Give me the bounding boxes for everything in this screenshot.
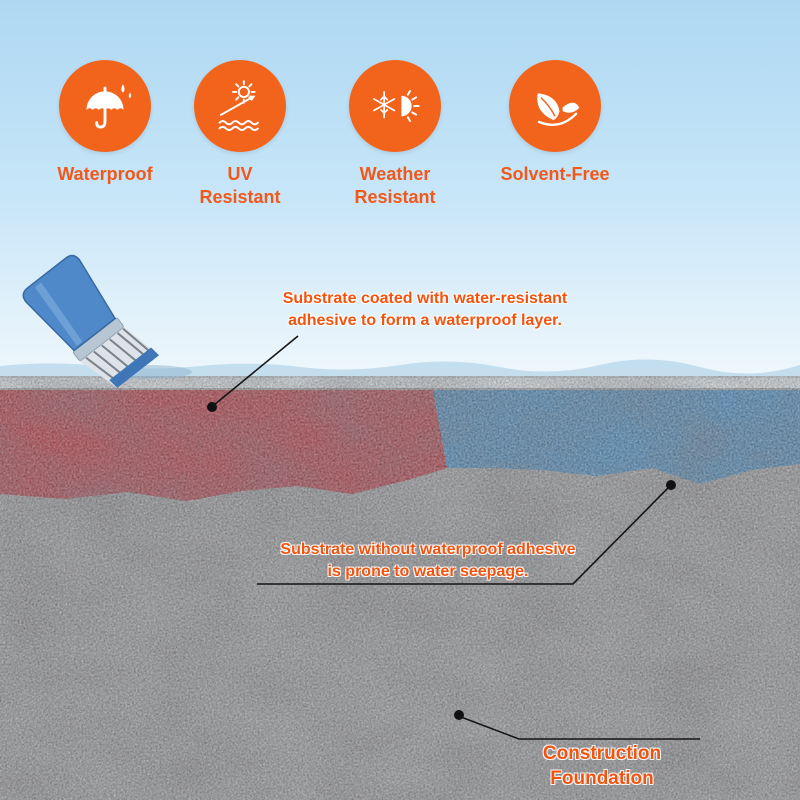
feature-label-waterproof: Waterproof [57, 164, 153, 184]
leaf-icon [537, 93, 580, 126]
brush-handle [22, 254, 117, 352]
callout-dot-coated [207, 402, 217, 412]
solvent-free-badge [509, 60, 601, 152]
feature-label-weather-resistant: Weather Resistant [354, 164, 436, 207]
water-line [0, 359, 800, 380]
callout-seepage-line1: Substrate without waterproof adhesive [280, 541, 576, 558]
uv-reflection-icon [218, 80, 259, 131]
callout-dot-foundation [454, 710, 464, 720]
feature-uv-resistant: UV Resistant [168, 60, 312, 208]
brush-paint-tip [109, 347, 160, 388]
feature-weather-resistant: Weather Resistant [323, 60, 467, 208]
feature-label-uv-resistant: UV Resistant [199, 164, 281, 207]
paint-brush [22, 254, 160, 388]
umbrella-rain-icon [86, 84, 132, 129]
callout-seepage: Substrate without waterproof adhesive is… [242, 539, 614, 582]
feature-label-solvent-free: Solvent-Free [500, 164, 610, 184]
snowflake-sun-icon [373, 90, 420, 122]
waterproof-badge [59, 60, 151, 152]
leader-line-coated [213, 335, 299, 406]
texture-grain-light [0, 376, 800, 800]
callout-coated-line1: Substrate coated with water-resistant [282, 290, 568, 307]
brush-handle-highlight [34, 282, 83, 346]
feature-solvent-free: Solvent-Free [473, 60, 637, 186]
callout-coated: Substrate coated with water-resistant ad… [245, 288, 605, 331]
feature-row: Waterproof [0, 0, 800, 220]
callout-dot-seepage [666, 480, 676, 490]
callout-seepage-line2: is prone to water seepage. [327, 562, 529, 580]
weather-resistant-badge [349, 60, 441, 152]
callout-foundation: Construction Foundation [512, 742, 692, 791]
feature-waterproof: Waterproof [33, 60, 177, 186]
callout-foundation-line2: Foundation [550, 767, 654, 789]
leader-line-foundation [460, 716, 700, 740]
callout-foundation-line1: Construction [542, 743, 662, 764]
callout-coated-line2: adhesive to form a waterproof layer. [288, 311, 562, 329]
uv-resistant-badge [194, 60, 286, 152]
leader-line-seepage [257, 486, 670, 585]
